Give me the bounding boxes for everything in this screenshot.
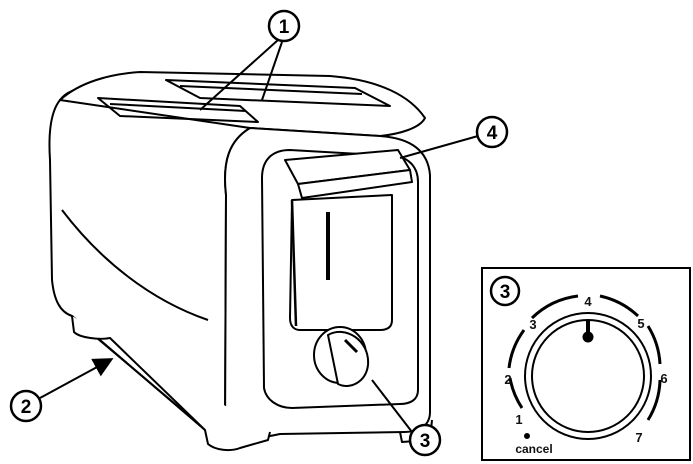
toaster-side-panel [48, 87, 251, 438]
cancel-label: cancel [515, 442, 552, 456]
side-contour [61, 209, 209, 321]
dial-setting-4: 4 [584, 294, 592, 309]
bread-slots [97, 79, 391, 123]
callout-4: 4 [399, 115, 509, 159]
dial-scale-arc [507, 294, 662, 421]
callout-1-number: 1 [279, 17, 290, 38]
dial-setting-6: 6 [660, 371, 667, 386]
callout-1: 1 [199, 9, 301, 111]
dial-pointer-dot [582, 331, 594, 343]
dial-setting-3: 3 [529, 317, 536, 332]
dial-setting-7: 7 [635, 430, 642, 445]
toaster [48, 71, 433, 452]
dial-outer-ring [524, 312, 652, 440]
leader-line-1a [199, 39, 279, 111]
leader-line-4 [399, 135, 479, 159]
leader-line-3 [371, 379, 413, 433]
bread-window [289, 194, 393, 331]
browning-knob[interactable] [313, 326, 370, 387]
callout-2: 2 [9, 358, 114, 423]
leader-line-2 [39, 358, 114, 399]
callout-4-number: 4 [487, 123, 498, 144]
callout-3-number: 3 [420, 431, 431, 452]
front-inner-panel [261, 149, 419, 409]
cancel-dot [524, 433, 530, 439]
dial-inset: 3 1 2 3 4 5 6 7 cancel [481, 267, 691, 461]
dial-setting-5: 5 [637, 316, 644, 331]
callout-3: 3 [371, 379, 442, 457]
callout-2-number: 2 [21, 397, 32, 418]
toaster-base [71, 315, 271, 452]
dial-setting-2: 2 [504, 372, 511, 387]
inset-callout-number: 3 [500, 282, 511, 303]
toasting-lever[interactable] [284, 149, 413, 199]
leader-line-1b [261, 41, 283, 101]
dial-setting-1: 1 [515, 412, 522, 427]
